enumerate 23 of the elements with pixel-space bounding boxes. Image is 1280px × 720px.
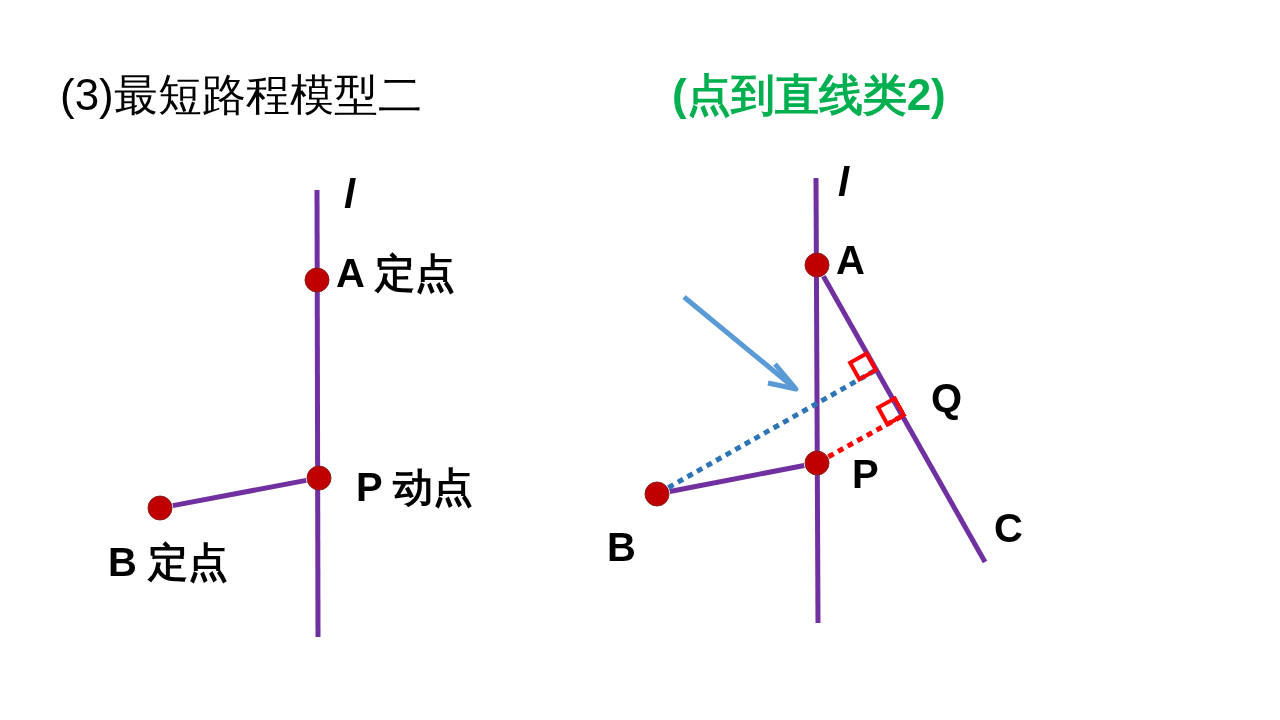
line-label: l bbox=[344, 172, 356, 217]
point-dot bbox=[804, 252, 830, 278]
point-dot bbox=[644, 481, 670, 507]
subtitle: (点到直线类2) bbox=[672, 69, 946, 121]
point-label: A 定点 bbox=[336, 250, 455, 297]
point-label: P bbox=[852, 452, 879, 497]
line-segment bbox=[172, 477, 307, 509]
point-label: Q bbox=[904, 376, 962, 421]
point-label: P 动点 bbox=[356, 464, 474, 511]
line-segment bbox=[821, 275, 988, 564]
point-label: B bbox=[607, 525, 636, 570]
dotted-line bbox=[667, 351, 878, 490]
point-dot bbox=[304, 267, 330, 293]
title: (3)最短路程模型二 bbox=[60, 69, 422, 121]
line-segment bbox=[669, 463, 805, 494]
point-label: A bbox=[836, 238, 865, 283]
dotted-line bbox=[827, 396, 906, 459]
point-label: C bbox=[994, 506, 1023, 551]
point-dot bbox=[306, 465, 332, 491]
point-dot bbox=[147, 495, 173, 521]
point-label: B 定点 bbox=[108, 539, 228, 586]
point-dot bbox=[804, 450, 830, 476]
line-label: l bbox=[838, 160, 850, 205]
